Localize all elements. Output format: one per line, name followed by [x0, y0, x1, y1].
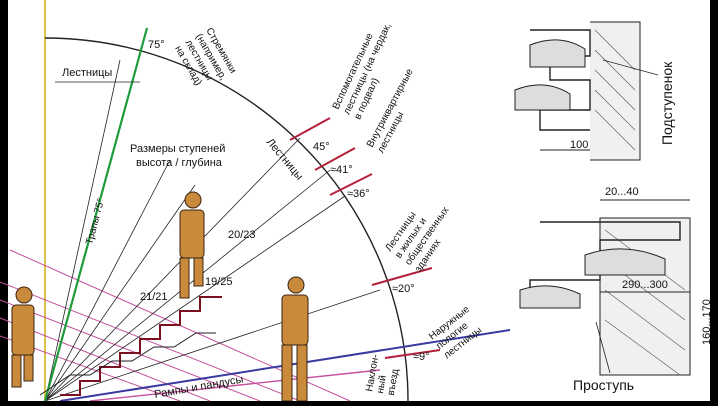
label-stairs-top: Лестницы [62, 67, 112, 79]
person-stairs [179, 191, 205, 299]
step-size-1925: 19/25 [205, 276, 233, 288]
label-angle-75: 75° [148, 39, 165, 51]
label-riser: Подступенок [659, 61, 675, 145]
staircase-lower [39, 332, 216, 396]
ramp-line-2 [89, 369, 381, 402]
step-size-2121: 21/21 [140, 291, 168, 303]
dim-290-300: 290...300 [622, 279, 668, 291]
step-sizes-title-1: Размеры ступеней [130, 143, 225, 155]
ladder-75-line [43, 27, 149, 402]
step-sizes-title-2: высота / глубина [136, 157, 223, 169]
label-angle-41: ≈41° [330, 164, 353, 176]
tread-detail: 20...40 290...300 160...170 Проступь [519, 186, 713, 393]
dim-20-40: 20...40 [605, 186, 639, 198]
svg-text:ный: ный [375, 375, 389, 395]
label-angle-20: ≈20° [392, 283, 415, 295]
staircase [60, 296, 222, 396]
arc-marks [289, 117, 441, 359]
dim-160-170: 160...170 [701, 299, 713, 345]
step-size-2023: 20/23 [228, 229, 256, 241]
angle-arc [44, 37, 409, 402]
angle-rays [44, 59, 381, 402]
label-angle-45: 45° [313, 141, 330, 153]
label-tread: Проступь [573, 377, 634, 393]
person-figures [11, 191, 309, 402]
dim-100: 100 [570, 139, 588, 151]
label-inclined: Наклон- ный въезд [364, 354, 402, 397]
label-angle-9: ≈9° [413, 351, 430, 363]
svg-text:въезд: въезд [386, 368, 402, 396]
label-angle-36: ≈36° [347, 188, 370, 200]
riser-detail: 100 Подступенок [514, 21, 675, 161]
person-left [11, 286, 35, 388]
